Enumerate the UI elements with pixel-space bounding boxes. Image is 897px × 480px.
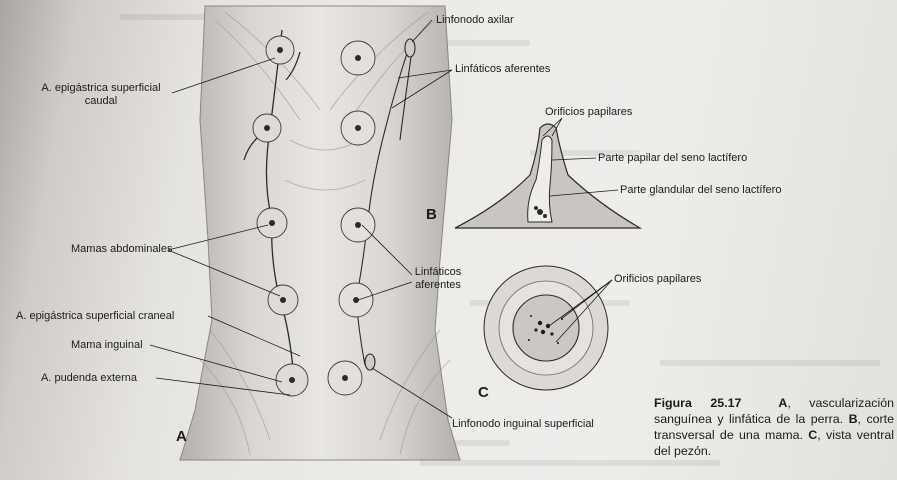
figure-caption: Figura 25.17 A, vascularización sanguíne…	[654, 395, 894, 459]
caption-letter-c: C	[808, 428, 817, 442]
label-inguinal-mamma: Mama inguinal	[71, 339, 143, 352]
panel-letter-b: B	[426, 206, 437, 223]
caption-letter-b: B	[849, 412, 858, 426]
label-afferent-lymphatics-mid: Linfáticos aferentes	[407, 266, 469, 292]
label-glandular-part-sinus: Parte glandular del seno lactífero	[620, 184, 781, 197]
label-afferent-lymphatics-top: Linfáticos aferentes	[455, 63, 550, 76]
panel-letter-a: A	[176, 428, 187, 445]
panel-letter-c: C	[478, 384, 489, 401]
label-caudal-epigastric-artery: A. epigástrica superficial caudal	[26, 82, 176, 108]
label-afferent-mid-line2: aferentes	[407, 279, 469, 292]
label-inguinal-lymph-node: Linfonodo inguinal superficial	[452, 418, 594, 431]
label-caudal-artery-line2: caudal	[26, 95, 176, 108]
label-papillary-orifices-b: Orificios papilares	[545, 106, 632, 119]
label-papillary-part-sinus: Parte papilar del seno lactífero	[598, 152, 747, 165]
label-cranial-epigastric-artery: A. epigástrica superficial craneal	[16, 310, 174, 323]
label-external-pudendal-artery: A. pudenda externa	[41, 372, 137, 385]
caption-figure-label: Figura 25.17	[654, 396, 741, 410]
label-afferent-mid-line1: Linfáticos	[407, 266, 469, 279]
label-abdominal-mammae: Mamas abdominales	[71, 243, 173, 256]
label-axillary-node: Linfonodo axilar	[436, 14, 514, 27]
label-caudal-artery-line1: A. epigástrica superficial	[26, 82, 176, 95]
label-papillary-orifices-c: Orificios papilares	[614, 273, 701, 286]
caption-letter-a: A	[778, 396, 787, 410]
